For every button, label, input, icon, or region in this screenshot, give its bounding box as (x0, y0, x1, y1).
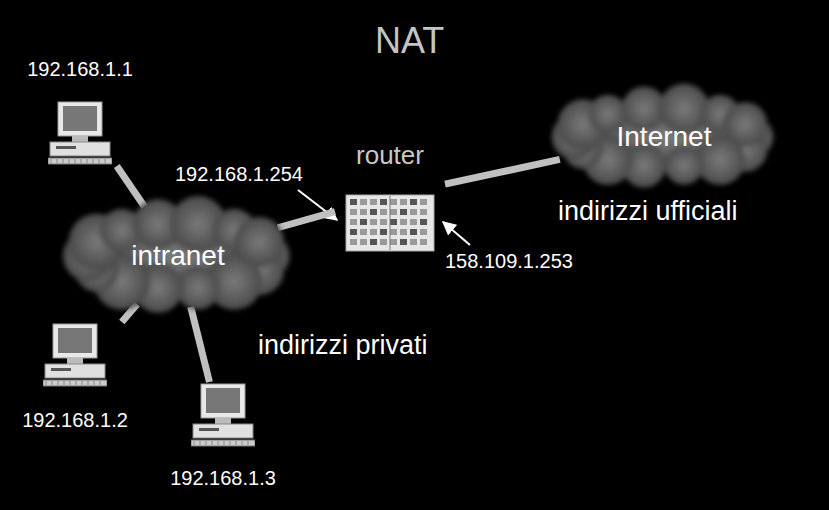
interface-address: 158.109.1.253 (445, 250, 573, 273)
network-link (445, 159, 560, 184)
network-link (191, 307, 210, 382)
node-label: intranet (131, 240, 224, 272)
computer: 192.168.1.1 (20, 58, 140, 166)
interface-address: 192.168.1.254 (175, 163, 303, 186)
node-label: 192.168.1.1 (27, 58, 133, 81)
computer-icon (191, 382, 255, 448)
node-label: router (356, 140, 424, 171)
node-label: Internet (617, 121, 712, 153)
router-device: router (335, 140, 445, 252)
computer: 192.168.1.3 (148, 382, 298, 490)
node-label: 192.168.1.3 (170, 467, 276, 490)
address-note: indirizzi ufficiali (558, 196, 738, 227)
computer-icon (48, 100, 112, 166)
network-link (278, 212, 335, 228)
network-link (117, 166, 145, 207)
computer: 192.168.1.2 (5, 322, 145, 432)
network-cloud: Internet (528, 80, 800, 194)
address-note: indirizzi privati (258, 330, 428, 361)
computer-icon (43, 322, 107, 388)
router-icon (345, 194, 435, 252)
title: NAT (375, 20, 444, 62)
node-label: 192.168.1.2 (22, 409, 128, 432)
network-cloud: intranet (42, 192, 314, 320)
leader-line (443, 222, 470, 245)
